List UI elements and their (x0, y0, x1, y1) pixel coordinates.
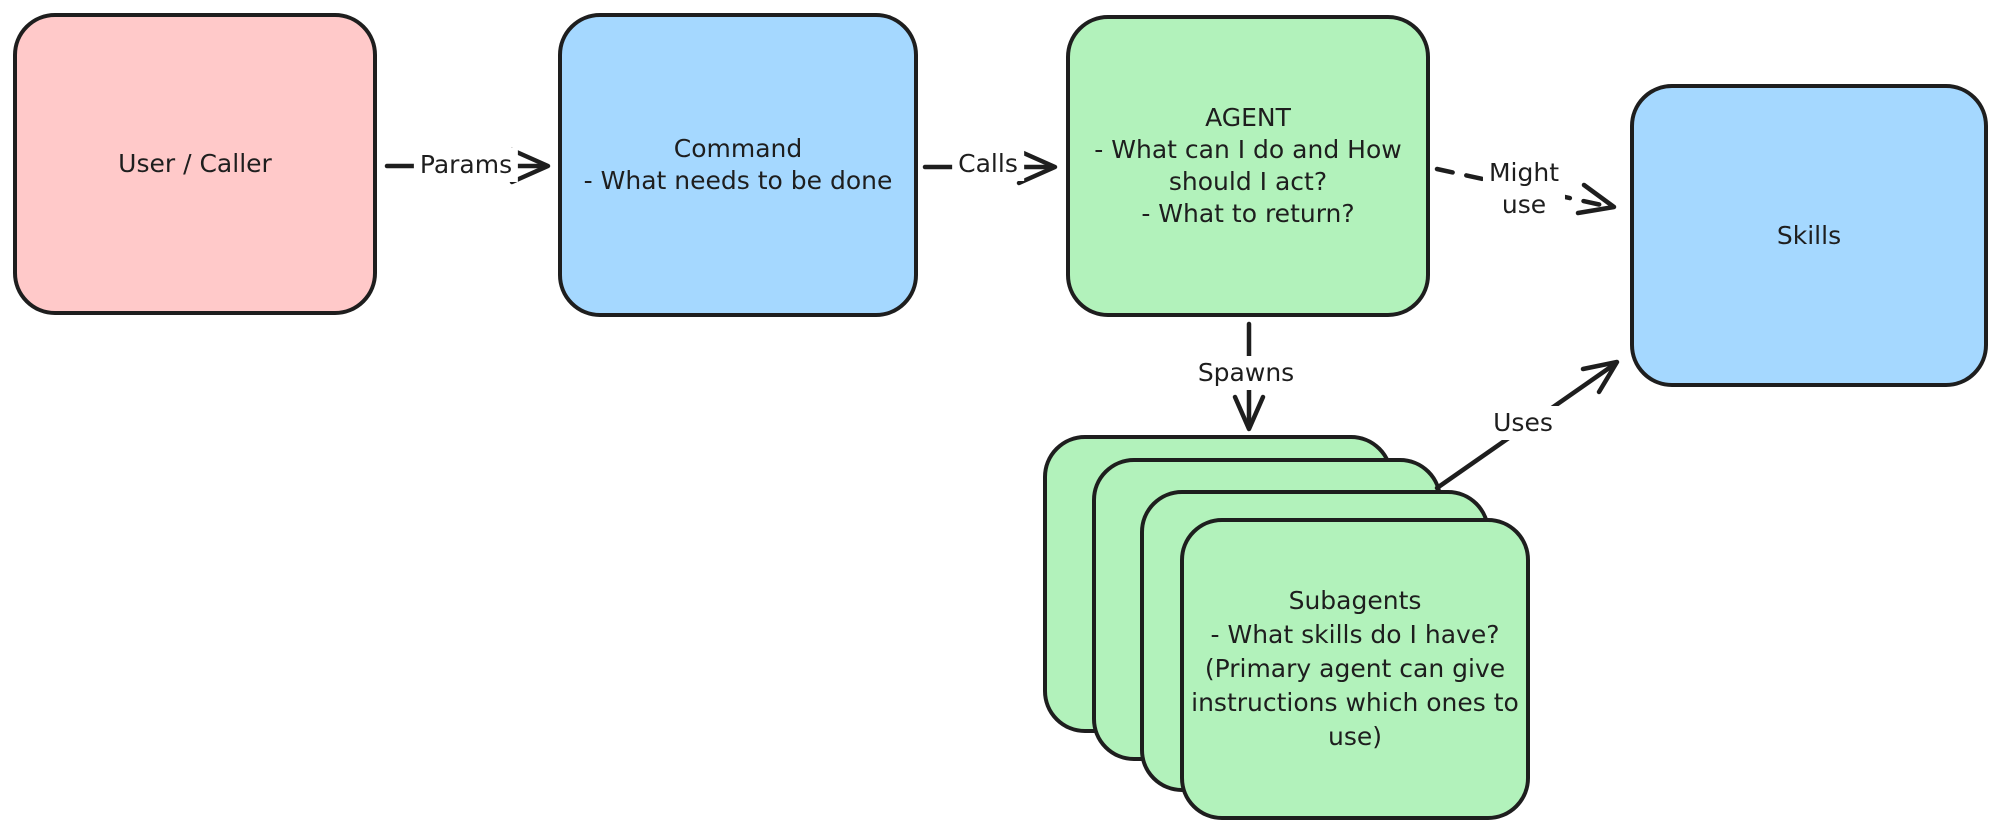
edge-might-use-label-line-2: use (1501, 190, 1547, 219)
node-user-caller[interactable]: User / Caller (13, 13, 377, 315)
node-agent[interactable]: AGENT - What can I do and How should I a… (1066, 15, 1430, 317)
node-subagents-detail-3: instructions which ones to (1191, 688, 1519, 717)
edge-might-use-label-line-1: Might (1488, 158, 1560, 187)
node-agent-detail-3: - What to return? (1141, 199, 1355, 228)
node-command-detail: - What needs to be done (583, 166, 893, 195)
node-skills-label: Skills (1776, 220, 1842, 250)
node-agent-title: AGENT (1205, 103, 1291, 132)
node-skills[interactable]: Skills (1630, 84, 1988, 387)
node-subagents[interactable]: Subagents - What skills do I have? (Prim… (1180, 518, 1530, 820)
node-agent-detail-2: should I act? (1168, 167, 1328, 196)
edge-might-use-label[interactable]: Might use (1482, 156, 1566, 222)
node-subagents-detail-1: - What skills do I have? (1210, 620, 1500, 649)
node-user-caller-label: User / Caller (118, 149, 272, 178)
node-command-title: Command (673, 134, 803, 163)
edge-params-label[interactable]: Params (413, 148, 519, 182)
edge-uses-label[interactable]: Uses (1487, 406, 1559, 440)
node-subagents-detail-4: use) (1327, 722, 1382, 751)
edge-might-use-arrowhead (1575, 182, 1617, 216)
edge-spawns-label[interactable]: Spawns (1191, 356, 1301, 390)
node-subagents-detail-2: (Primary agent can give (1204, 654, 1506, 683)
edge-calls-arrowhead (1016, 148, 1058, 186)
edge-calls-label[interactable]: Calls (952, 147, 1024, 181)
edge-uses-arrowhead (1580, 359, 1620, 395)
edge-spawns-arrowhead (1232, 394, 1266, 432)
node-subagents-title: Subagents (1288, 586, 1422, 615)
node-agent-detail-1: - What can I do and How (1094, 135, 1402, 164)
node-command[interactable]: Command - What needs to be done (558, 13, 918, 317)
